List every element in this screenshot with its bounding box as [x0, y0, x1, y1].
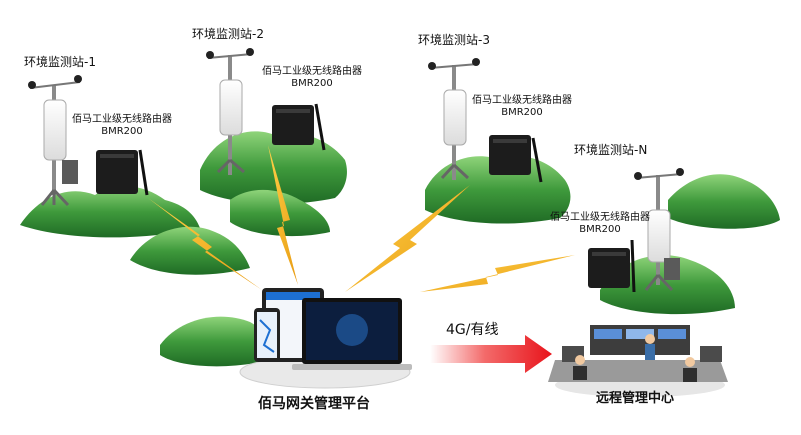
station-3-vane-icon: [472, 58, 480, 66]
platform-label: 佰马网关管理平台: [258, 396, 370, 412]
station-2-router-label: 佰马工业级无线路由器 BMR200: [262, 66, 362, 89]
station-3-sensor-pod: [443, 89, 467, 146]
station-2-router-model-name: 佰马工业级无线路由器: [262, 66, 362, 77]
station-2-router-antenna: [314, 103, 326, 151]
operator-chair-1-icon: [573, 366, 587, 380]
hill-platform: [160, 316, 271, 367]
operator-head-2-icon: [575, 355, 585, 365]
operator-head-1-icon: [645, 334, 655, 344]
station-2-anemometer-icon: [206, 51, 214, 59]
station-2-crossbar: [207, 53, 253, 59]
station-1-router-model-code: BMR200: [101, 125, 143, 137]
tablet-screen-header: [266, 292, 320, 300]
station-1-router: [96, 150, 138, 194]
station-3-anemometer-icon: [428, 62, 436, 70]
station-2-label: 环境监测站-2: [192, 27, 264, 41]
hill-station-1-lower: [130, 226, 250, 275]
station-n-label: 环境监测站-N: [574, 143, 648, 157]
station-1-router-model-name: 佰马工业级无线路由器: [72, 114, 172, 125]
station-3-router-face: [493, 139, 527, 143]
center-screen-2: [626, 329, 654, 339]
station-1-equipment: [28, 75, 149, 207]
station-n-battery-box: [664, 258, 680, 280]
operator-body-1-icon: [645, 344, 655, 360]
station-1-sensor-pod: [43, 99, 67, 161]
operator-head-3-icon: [685, 357, 695, 367]
station-3-router-model-code: BMR200: [501, 106, 543, 118]
laptop-base: [292, 364, 412, 370]
hill-station-1: [20, 185, 200, 238]
station-1-crossbar: [29, 81, 81, 89]
phone-map-route: [259, 319, 275, 353]
station-n-router-model-code: BMR200: [579, 223, 621, 235]
wireless-bolt-station-n: [420, 255, 575, 292]
station-1-tripod: [40, 188, 70, 207]
station-3-router-antenna: [531, 137, 543, 183]
station-1-label: 环境监测站-1: [24, 55, 96, 69]
station-n-router-face: [592, 252, 626, 256]
station-n-sensor-pod: [647, 209, 671, 263]
hill-station-2-lower: [230, 189, 330, 237]
station-3-router-label: 佰马工业级无线路由器 BMR200: [472, 95, 572, 118]
station-2-router-model-code: BMR200: [291, 77, 333, 89]
station-3-tripod: [440, 163, 470, 180]
station-n-vane-icon: [676, 168, 684, 176]
operator-chair-2-icon: [683, 368, 697, 382]
station-n-router-antenna: [630, 239, 636, 293]
station-n-equipment: [588, 168, 684, 293]
station-3-router: [489, 135, 531, 175]
station-n-anemometer-icon: [634, 172, 642, 180]
station-1-router-antenna: [138, 149, 149, 196]
station-n-router-model-name: 佰马工业级无线路由器: [550, 212, 650, 223]
link-type-label: 4G/有线: [446, 322, 499, 338]
link-arrow: [430, 335, 552, 373]
station-2-sensor-pod: [219, 79, 243, 136]
station-1-vane-icon: [74, 75, 82, 83]
center-screen-3: [658, 329, 686, 339]
center-screen-1: [594, 329, 622, 339]
station-3-crossbar: [429, 63, 479, 69]
station-3-router-model-name: 佰马工业级无线路由器: [472, 95, 572, 106]
station-1-anemometer-icon: [28, 81, 36, 89]
wireless-bolt-station-2: [268, 145, 298, 285]
remote-center-graphic: [548, 325, 728, 397]
station-1-router-label: 佰马工业级无线路由器 BMR200: [72, 114, 172, 137]
station-3-label: 环境监测站-3: [418, 33, 490, 47]
station-n-crossbar: [635, 173, 683, 179]
station-2-vane-icon: [246, 48, 254, 56]
laptop-screen-map: [336, 314, 368, 346]
wireless-bolt-station-3: [345, 185, 470, 292]
station-1-router-face: [100, 154, 134, 158]
station-2-tripod: [216, 158, 245, 174]
station-n-router-label: 佰马工业级无线路由器 BMR200: [550, 212, 650, 235]
center-right-monitor: [700, 346, 722, 362]
wireless-bolt-station-1: [148, 198, 262, 290]
station-2-router-face: [276, 109, 310, 113]
station-2-equipment: [206, 48, 326, 175]
station-2-router: [272, 105, 314, 145]
arrow-icon: [430, 335, 552, 373]
platform-devices: [239, 288, 412, 389]
station-3-equipment: [428, 58, 543, 183]
station-1-battery-box: [62, 160, 78, 184]
wireless-links: [148, 145, 575, 292]
station-n-tripod: [644, 273, 674, 292]
hill-station-n: [668, 174, 780, 229]
station-n-router: [588, 248, 630, 288]
remote-center-label: 远程管理中心: [596, 391, 675, 406]
